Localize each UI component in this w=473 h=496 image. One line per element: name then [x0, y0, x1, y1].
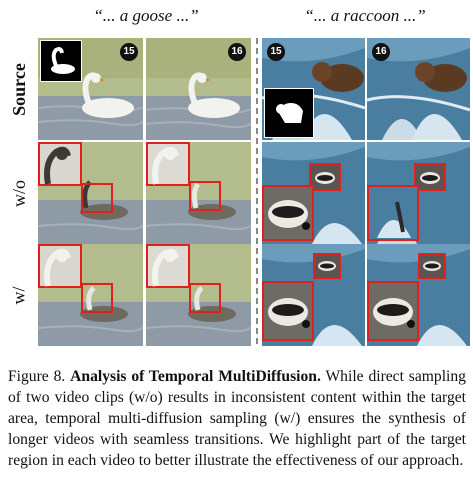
row-label-source: Source — [8, 62, 29, 116]
figure-caption: Figure 8. Analysis of Temporal MultiDiff… — [8, 366, 466, 471]
raccoon-without-frame-16 — [367, 142, 470, 244]
frame-badge: 15 — [120, 43, 138, 61]
raccoon-with-frame-15 — [262, 244, 365, 346]
caption-title: Analysis of Temporal MultiDiffusion. — [70, 368, 321, 385]
raccoon-source-frame-15: 15 — [262, 38, 365, 140]
row-label-with: w/ — [8, 286, 29, 304]
header-raccoon: “... a raccoon ...” — [304, 6, 426, 25]
bear-mask-icon — [264, 88, 314, 138]
frame-badge: 16 — [372, 43, 390, 61]
caption-text: While direct sampling of two video clips… — [8, 368, 466, 469]
header-goose: “... a goose ...” — [93, 6, 199, 25]
goose-without-frame-16 — [146, 142, 251, 244]
raccoon-without-frame-15 — [262, 142, 365, 244]
goose-with-frame-15 — [38, 244, 143, 346]
goose-without-frame-15 — [38, 142, 143, 244]
goose-source-frame-16: 16 — [146, 38, 251, 140]
frame-badge: 15 — [267, 43, 285, 61]
caption-label: Figure 8. — [8, 368, 66, 385]
goose-source-frame-15: 15 — [38, 38, 143, 140]
raccoon-with-frame-16 — [367, 244, 470, 346]
row-label-without: w/o — [8, 179, 29, 207]
swan-mask-icon — [40, 40, 82, 82]
frame-badge: 16 — [228, 43, 246, 61]
goose-with-frame-16 — [146, 244, 251, 346]
raccoon-source-frame-16: 16 — [367, 38, 470, 140]
column-divider — [256, 38, 258, 344]
